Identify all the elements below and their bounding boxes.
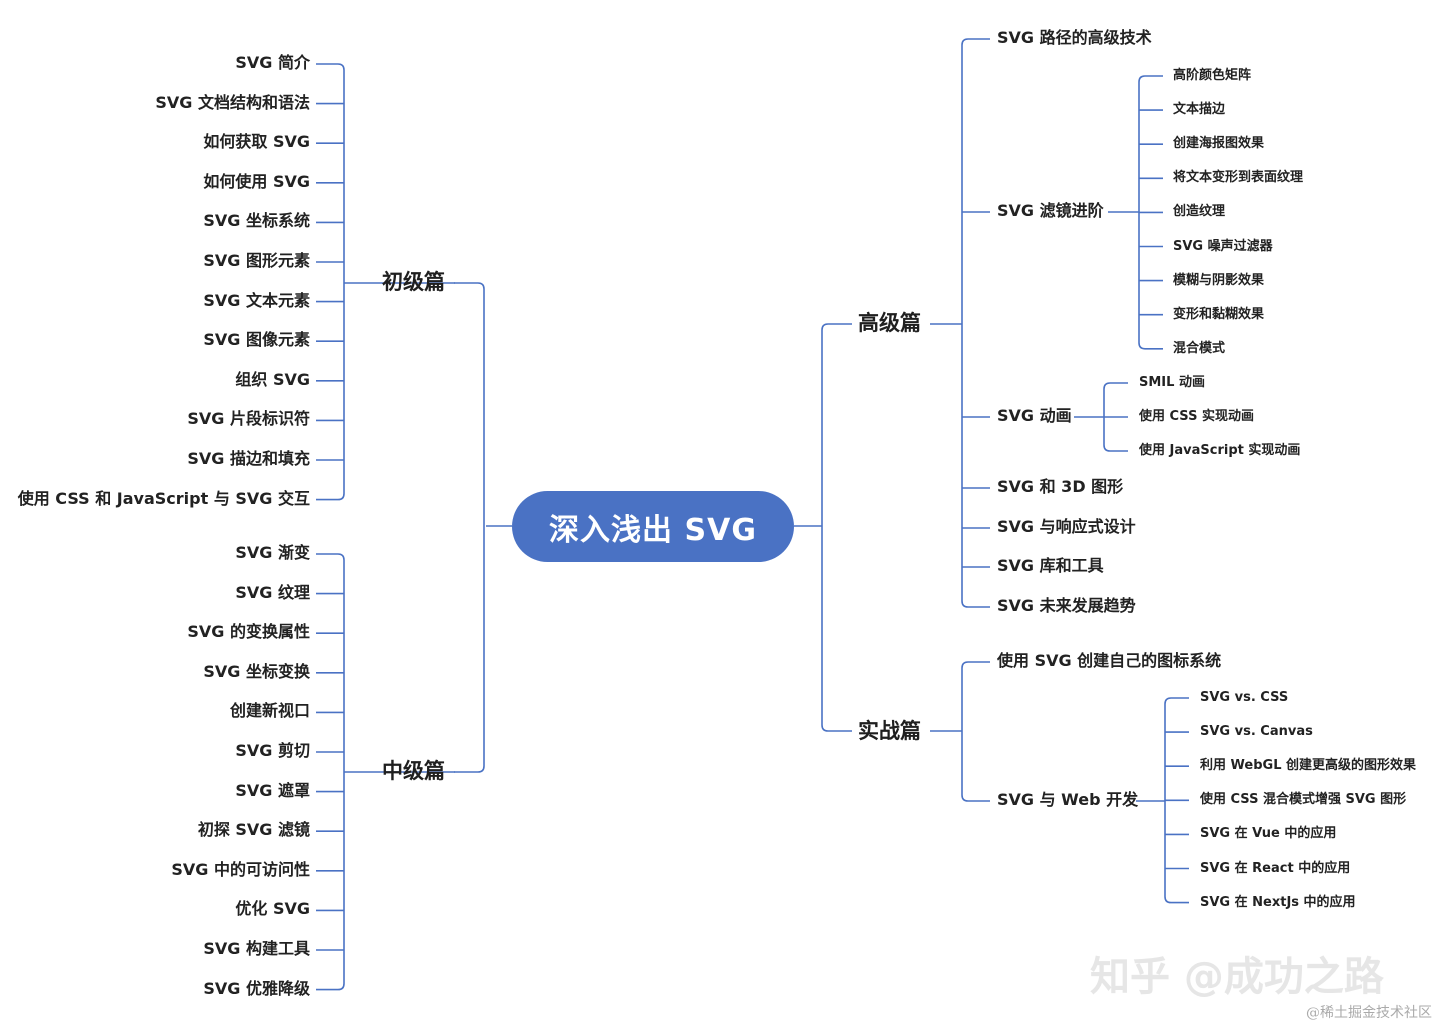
animation-subtopic[interactable]: 使用 CSS 实现动画 xyxy=(1139,409,1254,424)
web-dev-subtopic[interactable]: 使用 CSS 混合模式增强 SVG 图形 xyxy=(1200,792,1407,808)
intermediate-topic[interactable]: SVG 优雅降级 xyxy=(203,978,310,998)
beginner-topic[interactable]: SVG 图形元素 xyxy=(203,251,310,270)
intermediate-topic[interactable]: SVG 剪切 xyxy=(235,741,310,760)
advanced-topic[interactable]: SVG 动画 xyxy=(997,406,1072,425)
root-node[interactable]: 深入浅出 SVG xyxy=(512,491,794,562)
category-intermediate[interactable]: 中级篇 xyxy=(382,759,445,783)
intermediate-topic[interactable]: SVG 坐标变换 xyxy=(203,661,310,681)
category-beginner[interactable]: 初级篇 xyxy=(382,270,445,294)
web-dev-subtopic[interactable]: SVG 在 NextJs 中的应用 xyxy=(1200,894,1356,910)
beginner-topic[interactable]: SVG 片段标识符 xyxy=(187,409,310,429)
beginner-topic[interactable]: 组织 SVG xyxy=(235,369,310,389)
filter-subtopic[interactable]: 变形和黏糊效果 xyxy=(1173,306,1265,322)
intermediate-topic[interactable]: SVG 中的可访问性 xyxy=(171,859,310,879)
filter-subtopic[interactable]: 混合模式 xyxy=(1173,340,1226,356)
filter-subtopic[interactable]: 创建海报图效果 xyxy=(1173,136,1265,152)
beginner-topic[interactable]: SVG 图像元素 xyxy=(203,330,310,350)
beginner-topic[interactable]: SVG 描边和填充 xyxy=(187,449,310,468)
intermediate-topic[interactable]: 初探 SVG 滤镜 xyxy=(197,820,310,840)
filter-subtopic[interactable]: 创造纹理 xyxy=(1173,204,1226,220)
intermediate-topic[interactable]: SVG 遮罩 xyxy=(235,780,310,800)
advanced-topic[interactable]: SVG 库和工具 xyxy=(997,556,1104,575)
advanced-topic[interactable]: SVG 与响应式设计 xyxy=(997,517,1136,536)
filter-subtopic[interactable]: 模糊与阴影效果 xyxy=(1173,272,1265,288)
web-dev-subtopic[interactable]: SVG vs. Canvas xyxy=(1200,724,1313,740)
beginner-topic[interactable]: 如何获取 SVG xyxy=(203,132,310,152)
practice-topic[interactable]: SVG 与 Web 开发 xyxy=(997,790,1139,809)
beginner-topic[interactable]: 使用 CSS 和 JavaScript 与 SVG 交互 xyxy=(17,488,310,508)
animation-subtopic[interactable]: SMIL 动画 xyxy=(1139,375,1205,390)
web-dev-subtopic[interactable]: 利用 WebGL 创建更高级的图形效果 xyxy=(1200,758,1417,774)
advanced-topic[interactable]: SVG 和 3D 图形 xyxy=(997,477,1124,496)
category-advanced[interactable]: 高级篇 xyxy=(858,311,921,335)
practice-topic[interactable]: 使用 SVG 创建自己的图标系统 xyxy=(997,651,1222,670)
filter-subtopic[interactable]: 文本描边 xyxy=(1173,102,1226,118)
intermediate-topic[interactable]: SVG 渐变 xyxy=(235,543,310,562)
beginner-topic[interactable]: SVG 文本元素 xyxy=(203,290,310,310)
web-dev-subtopic[interactable]: SVG vs. CSS xyxy=(1200,690,1289,705)
beginner-topic[interactable]: SVG 坐标系统 xyxy=(203,211,310,231)
beginner-topic[interactable]: SVG 文档结构和语法 xyxy=(155,92,310,112)
filter-subtopic[interactable]: SVG 噪声过滤器 xyxy=(1173,238,1273,254)
animation-subtopic[interactable]: 使用 JavaScript 实现动画 xyxy=(1139,443,1301,458)
advanced-topic[interactable]: SVG 滤镜进阶 xyxy=(997,201,1104,220)
web-dev-subtopic[interactable]: SVG 在 React 中的应用 xyxy=(1200,860,1351,876)
advanced-topic[interactable]: SVG 路径的高级技术 xyxy=(997,28,1152,47)
filter-subtopic[interactable]: 高阶颜色矩阵 xyxy=(1173,68,1252,83)
intermediate-topic[interactable]: SVG 纹理 xyxy=(235,582,310,602)
web-dev-subtopic[interactable]: SVG 在 Vue 中的应用 xyxy=(1200,826,1337,842)
intermediate-topic[interactable]: SVG 的变换属性 xyxy=(187,622,310,642)
intermediate-topic[interactable]: 创建新视口 xyxy=(229,701,310,721)
beginner-topic[interactable]: SVG 简介 xyxy=(235,53,310,72)
filter-subtopic[interactable]: 将文本变形到表面纹理 xyxy=(1173,170,1304,186)
advanced-topic[interactable]: SVG 未来发展趋势 xyxy=(997,596,1136,615)
intermediate-topic[interactable]: SVG 构建工具 xyxy=(203,939,310,958)
category-practice[interactable]: 实战篇 xyxy=(858,719,921,743)
beginner-topic[interactable]: 如何使用 SVG xyxy=(203,171,310,191)
intermediate-topic[interactable]: 优化 SVG xyxy=(235,899,310,919)
